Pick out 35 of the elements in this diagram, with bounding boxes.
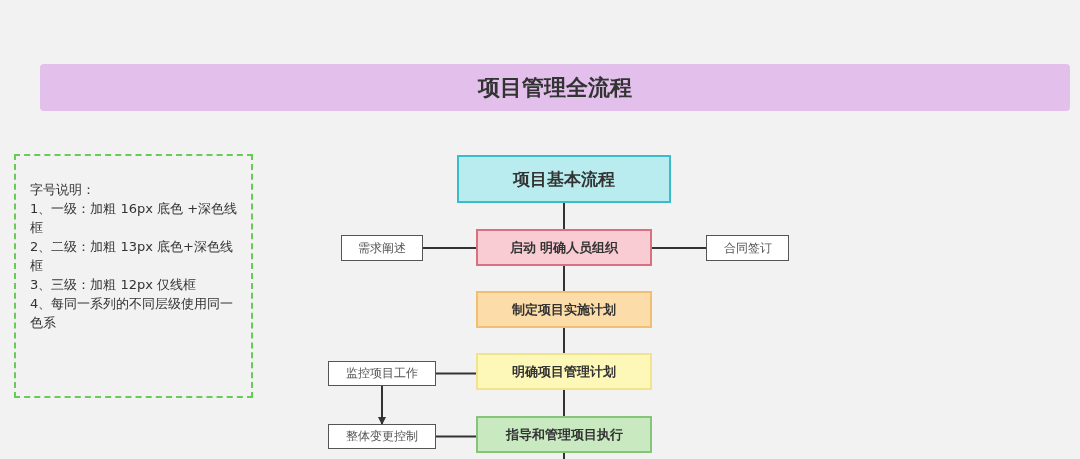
connector-line (435, 435, 477, 438)
process-box (476, 291, 652, 328)
process-box (457, 155, 671, 203)
node-label: 指导和管理项目执行 (505, 426, 623, 444)
connector-line (422, 247, 477, 249)
process-box (328, 361, 436, 386)
note-text: 3、三级：加粗 12px 仅线框 (30, 276, 197, 294)
note-box (14, 154, 253, 398)
note-text: 1、一级：加粗 16px 底色 +深色线框 (30, 200, 239, 237)
process-box (476, 229, 652, 266)
node-label: 制定项目实施计划 (512, 301, 616, 319)
process-box (328, 424, 436, 449)
process-box (341, 235, 423, 261)
connector-line (651, 247, 707, 249)
node-label: 明确项目管理计划 (512, 363, 616, 381)
note-text: 4、每同一系列的不同层级使用同一色系 (30, 295, 235, 332)
node-label: 监控项目工作 (346, 365, 418, 382)
node-label: 合同签订 (723, 239, 772, 257)
arrow (378, 385, 386, 425)
connector-line (435, 372, 477, 375)
process-box (476, 353, 652, 390)
connector-line (563, 389, 565, 417)
connector-line (563, 327, 565, 354)
process-box (476, 416, 652, 453)
node-label: 整体变更控制 (346, 428, 418, 445)
connector-line (563, 265, 565, 292)
process-box (706, 235, 789, 261)
node-label: 启动 明确人员组织 (509, 239, 619, 257)
node-label: 项目基本流程 (513, 169, 615, 189)
connector-line (563, 452, 565, 459)
note-heading: 字号说明： (30, 181, 95, 199)
node-label: 需求阐述 (358, 239, 406, 257)
note-text: 2、二级：加粗 13px 底色+深色线框 (30, 238, 234, 275)
title: 项目管理全流程 (478, 73, 632, 102)
connector-line (563, 202, 565, 230)
